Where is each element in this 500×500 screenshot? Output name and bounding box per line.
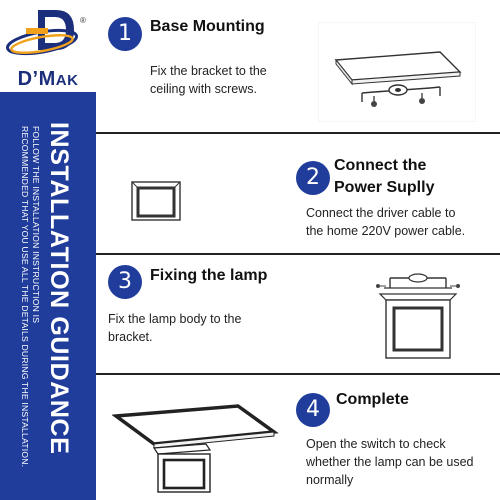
brand-name-prefix: D’M bbox=[17, 68, 56, 90]
step-1-title: Base Mounting bbox=[150, 18, 265, 35]
vertical-note-line2: RECOMMENDED THAT YOU USE ALL THE DETAILS… bbox=[20, 126, 30, 468]
step-4-desc-line1: Open the switch to check bbox=[306, 437, 446, 451]
logo-mark-icon bbox=[5, 10, 79, 56]
lamp-on-bracket-illustration bbox=[370, 268, 466, 368]
step-2-title-line1: Connect the bbox=[334, 157, 427, 174]
brand-column: ® D’MAK INSTALLATION GUIDANCE FOLLOW THE… bbox=[0, 0, 96, 500]
step-4-desc-line2: whether the lamp can be used bbox=[306, 455, 474, 469]
ceiling-bracket-illustration bbox=[318, 22, 476, 122]
step-3-number-badge: 3 bbox=[108, 265, 142, 299]
vertical-note: FOLLOW THE INSTALLATION INSTRUCTION IS R… bbox=[19, 126, 41, 467]
step-1-desc-line2: ceiling with screws. bbox=[150, 82, 257, 96]
step-2-desc-line2: the home 220V power cable. bbox=[306, 224, 466, 238]
brand-logo: ® D’MAK bbox=[0, 6, 96, 92]
vertical-title: INSTALLATION GUIDANCE bbox=[45, 122, 73, 455]
step-1-desc-line1: Fix the bracket to the bbox=[150, 64, 267, 78]
step-2-number-badge: 2 bbox=[296, 161, 330, 195]
step-4-title: Complete bbox=[336, 391, 409, 408]
section-divider-3 bbox=[96, 373, 500, 375]
section-divider-1 bbox=[96, 132, 500, 134]
step-3-desc-line1: Fix the lamp body to the bbox=[108, 312, 242, 326]
step-1-number-badge: 1 bbox=[108, 17, 142, 51]
square-lamp-illustration bbox=[130, 180, 184, 224]
step-4-desc-line3: normally bbox=[306, 473, 354, 487]
step-4-description: Open the switch to check whether the lam… bbox=[306, 435, 484, 489]
step-3-title: Fixing the lamp bbox=[150, 267, 268, 284]
section-divider-2 bbox=[96, 253, 500, 255]
step-2-description: Connect the driver cable to the home 220… bbox=[306, 204, 465, 240]
step-4-number-badge: 4 bbox=[296, 393, 330, 427]
step-2-title-line2: Power Suplly bbox=[334, 179, 435, 196]
step-1-description: Fix the bracket to the ceiling with scre… bbox=[150, 62, 267, 98]
step-3-description: Fix the lamp body to the bracket. bbox=[108, 310, 241, 346]
installation-guidance-banner: INSTALLATION GUIDANCE FOLLOW THE INSTALL… bbox=[0, 92, 96, 500]
step-2-desc-line1: Connect the driver cable to bbox=[306, 206, 456, 220]
vertical-note-line1: FOLLOW THE INSTALLATION INSTRUCTION IS bbox=[31, 126, 41, 324]
registered-mark: ® bbox=[80, 16, 86, 25]
step-2-title: Connect the Power Suplly bbox=[334, 155, 434, 199]
brand-name-suffix: AK bbox=[55, 72, 79, 89]
brand-name: D’MAK bbox=[0, 68, 96, 91]
mounted-lamp-illustration bbox=[112, 400, 282, 496]
step-3-desc-line2: bracket. bbox=[108, 330, 153, 344]
